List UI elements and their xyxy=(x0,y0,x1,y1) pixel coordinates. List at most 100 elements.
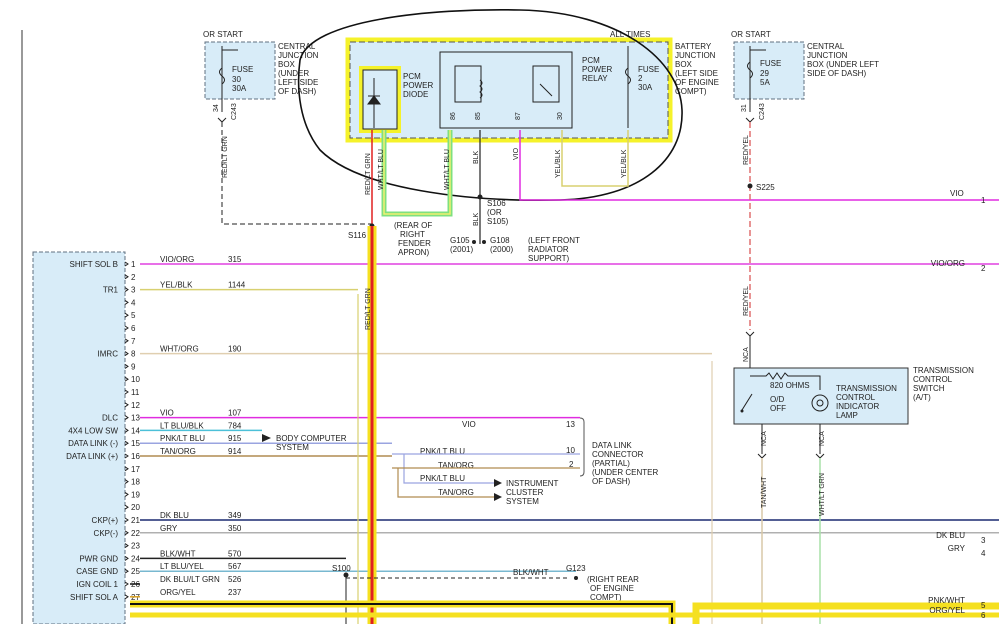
fuse29-symbol xyxy=(747,61,753,79)
jb-right-label-2: JUNCTION xyxy=(807,51,848,60)
radiator-label-3: SUPPORT) xyxy=(528,254,570,263)
central-junction-box-left: OR START FUSE 30 30A CENTRAL JUNCTION BO… xyxy=(203,30,372,225)
body-computer-2: SYSTEM xyxy=(276,443,309,452)
pin-chevron xyxy=(124,543,129,549)
g108-label-2: (2000) xyxy=(490,245,513,254)
nca-left: NCA xyxy=(761,431,768,446)
tan-org-label: TAN/ORG xyxy=(438,461,474,470)
pin-circuit-number: 784 xyxy=(228,421,242,430)
pin-wire-color: DK BLU/LT GRN xyxy=(160,575,220,584)
pin-chevron xyxy=(124,427,129,433)
indicator-lamp-inner-icon xyxy=(816,399,824,407)
pin-wire-color: VIO/ORG xyxy=(160,255,194,264)
pin-function-label: DLC xyxy=(102,414,118,423)
g123-label: G123 xyxy=(566,564,586,573)
pin-chevron xyxy=(124,581,129,587)
rear-engine-1: (RIGHT REAR xyxy=(587,575,639,584)
pin-chevron xyxy=(124,594,129,600)
diode-box xyxy=(362,69,398,130)
pin-chevron xyxy=(124,274,129,280)
pnk-wht-highlight xyxy=(692,602,999,624)
fuse2-number: 2 xyxy=(638,74,643,83)
fuse2-symbol xyxy=(625,67,631,85)
pin-chevron xyxy=(124,453,129,459)
right-terminal-number: 1 xyxy=(981,196,986,205)
pin-wire-color: LT BLU/BLK xyxy=(160,421,204,430)
indicator-4: LAMP xyxy=(836,411,858,420)
relay-contact-box xyxy=(532,65,560,103)
pin-chevron xyxy=(124,491,129,497)
dlc-conn-4: (UNDER CENTER xyxy=(592,468,658,477)
central-junction-box-right: OR START FUSE 29 5A CENTRAL JUNCTION BOX… xyxy=(731,30,964,330)
pin-wire-color: PNK/LT BLU xyxy=(160,434,205,443)
dlc-conn-2: CONNECTOR xyxy=(592,450,644,459)
relay-pin-30: 30 xyxy=(557,112,564,120)
relay-box xyxy=(439,51,573,129)
dlc-conn-5: OF DASH) xyxy=(592,477,631,486)
fender-label-2: RIGHT xyxy=(400,230,425,239)
s106-splice xyxy=(477,194,483,200)
pin-chevron xyxy=(124,530,129,536)
relay-pin-86: 86 xyxy=(450,112,457,120)
pin-number: 6 xyxy=(131,324,136,333)
dlc-conn-3: (PARTIAL) xyxy=(592,459,630,468)
pin-function-label: IGN COIL 1 xyxy=(77,580,119,589)
pin-number: 11 xyxy=(131,388,140,397)
blk-wht-label: BLK/WHT xyxy=(513,568,549,577)
nca-right-chevron xyxy=(815,453,825,459)
pin-chevron xyxy=(124,351,129,357)
red-yel-label: RED/YEL xyxy=(743,135,750,165)
pin-function-label: CKP(+) xyxy=(92,516,119,525)
mid-section-labels: BODY COMPUTER SYSTEM VIO 13 10 2 PNK/LT … xyxy=(262,417,658,624)
pin-chevron xyxy=(124,555,129,561)
pin-number: 8 xyxy=(131,350,136,359)
s225-splice xyxy=(747,183,753,189)
right-terminal-number: 4 xyxy=(981,549,986,558)
pin-function-label: DATA LINK (-) xyxy=(68,439,118,448)
g105-label-2: (2001) xyxy=(450,245,473,254)
pin-function-label: SHIFT SOL B xyxy=(70,260,118,269)
pin-number: 14 xyxy=(131,426,140,435)
pin-number: 2 xyxy=(131,273,136,282)
fuse29-number: 29 xyxy=(760,69,769,78)
bjb-label-4: (LEFT SIDE xyxy=(675,69,718,78)
tan-wht-label: TAN/WHT xyxy=(761,476,768,508)
pin-chevron xyxy=(124,466,129,472)
dlc-pin-2: 2 xyxy=(569,460,574,469)
pin-chevron xyxy=(124,440,129,446)
fender-label-1: (REAR OF xyxy=(394,221,432,230)
nca-top-chevron xyxy=(745,331,755,337)
fuse29-amp: 5A xyxy=(760,78,770,87)
diode-label-2: POWER xyxy=(403,81,433,90)
pin-chevron xyxy=(124,568,129,574)
pin-chevron xyxy=(124,389,129,395)
tcs-switch xyxy=(741,393,753,411)
tcs-label-4: (A/T) xyxy=(913,393,931,402)
relay-contact xyxy=(539,83,553,97)
box-label-line-2: JUNCTION xyxy=(278,51,319,60)
pin-wire-color: GRY xyxy=(160,524,178,533)
indicator-lamp-icon xyxy=(811,394,829,412)
junction-box-fill xyxy=(349,41,669,139)
pin-wire-color: BLK/WHT xyxy=(160,549,196,558)
tcs-label-1: TRANSMISSION xyxy=(913,366,974,375)
pin-number: 1 xyxy=(131,260,136,269)
hand-drawn-circle xyxy=(297,8,683,202)
pnk-lt-blu-label-2: PNK/LT BLU xyxy=(420,474,465,483)
relay-pin-87: 87 xyxy=(515,112,522,120)
pin-chevron xyxy=(124,338,129,344)
pin-number: 4 xyxy=(131,298,136,307)
fuse-amp: 30A xyxy=(232,84,247,93)
pin-function-label: DATA LINK (+) xyxy=(66,452,118,461)
pin-number: 20 xyxy=(131,503,140,512)
all-times-label: ALL TIMES xyxy=(610,30,650,39)
pin-circuit-number: 350 xyxy=(228,524,242,533)
relay-coil-box xyxy=(454,65,482,103)
pin-chevron xyxy=(124,299,129,305)
cluster-1: INSTRUMENT xyxy=(506,479,559,488)
relay-label-1: PCM xyxy=(582,56,600,65)
cluster-arrow-2 xyxy=(494,493,502,501)
pcm-connector xyxy=(32,251,126,625)
right-terminal-number: 3 xyxy=(981,536,986,545)
